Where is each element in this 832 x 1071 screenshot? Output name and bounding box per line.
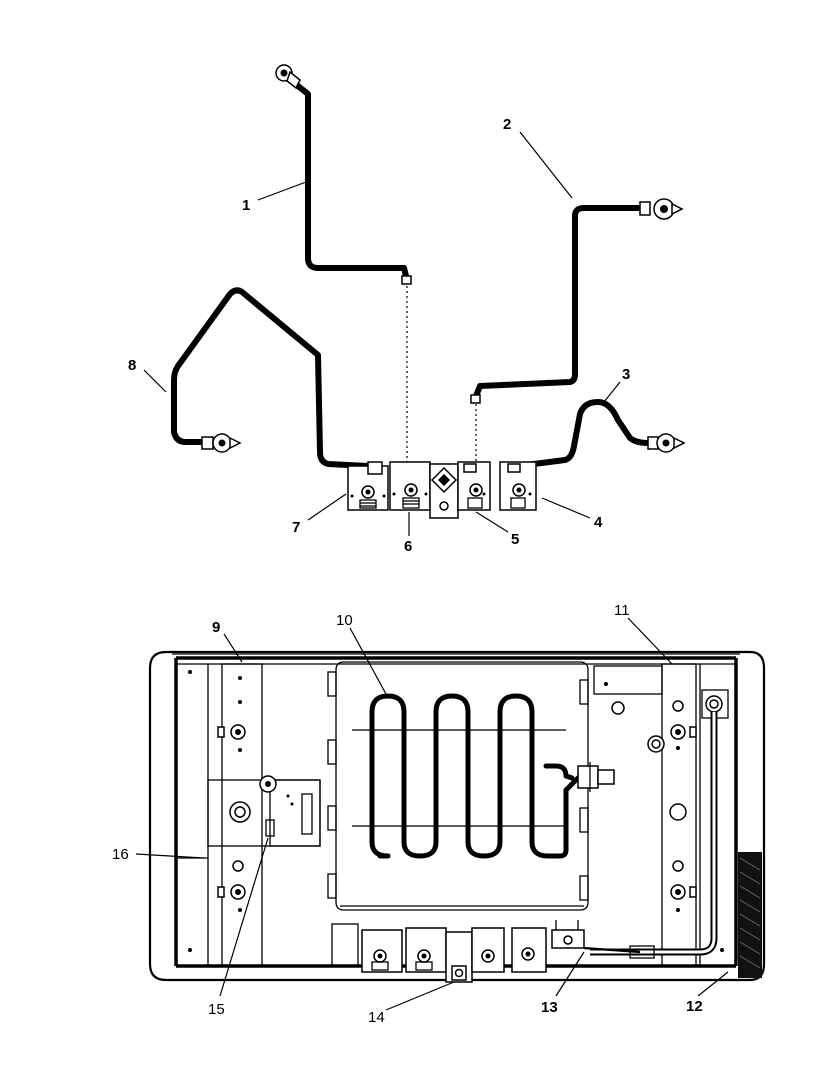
wire-3 xyxy=(515,399,686,469)
callout-9: 9 xyxy=(212,619,220,636)
callout-13: 13 xyxy=(541,999,558,1016)
switch-4 xyxy=(499,461,537,511)
wire-2-terminal-ring xyxy=(639,198,684,220)
wire-8 xyxy=(171,287,371,469)
insulation-panel xyxy=(738,852,762,978)
callout-12: 12 xyxy=(686,998,703,1015)
wire-1-terminal-ring xyxy=(275,64,301,90)
callout-5: 5 xyxy=(511,531,519,548)
callout-6: 6 xyxy=(404,538,412,555)
control-board xyxy=(207,775,321,847)
wire-1-connector xyxy=(401,275,412,285)
left-bracket xyxy=(176,663,263,967)
bottom-switches xyxy=(361,927,547,983)
wire-8-terminal-ring xyxy=(201,433,242,453)
callout-11: 11 xyxy=(614,602,630,619)
switch-5 xyxy=(429,461,491,519)
wire-3-terminal-ring xyxy=(647,433,686,453)
wire-2-connector xyxy=(470,394,481,404)
callout-1: 1 xyxy=(242,197,250,214)
switch-7 xyxy=(347,461,389,511)
wire-2 xyxy=(470,198,684,404)
callout-10: 10 xyxy=(336,612,353,629)
heater-panel xyxy=(327,661,589,911)
callout-3: 3 xyxy=(622,366,630,383)
leader-lines xyxy=(135,131,729,1011)
callout-8: 8 xyxy=(128,357,136,374)
thermostat xyxy=(551,920,641,954)
wire-1 xyxy=(275,64,412,285)
heating-element xyxy=(352,693,615,859)
callout-labels: 1 2 3 4 5 6 7 8 9 10 11 12 13 14 15 16 xyxy=(112,116,703,1026)
callout-15: 15 xyxy=(208,1001,225,1018)
switch-6 xyxy=(389,461,431,511)
callout-16: 16 xyxy=(112,846,129,863)
right-bracket xyxy=(593,663,701,967)
callout-2: 2 xyxy=(503,116,511,133)
callout-14: 14 xyxy=(368,1009,385,1026)
chassis xyxy=(148,650,766,982)
callout-7: 7 xyxy=(292,519,300,536)
bottom-bracket xyxy=(331,923,359,967)
sensor-tube xyxy=(590,689,729,959)
callout-4: 4 xyxy=(594,514,603,531)
